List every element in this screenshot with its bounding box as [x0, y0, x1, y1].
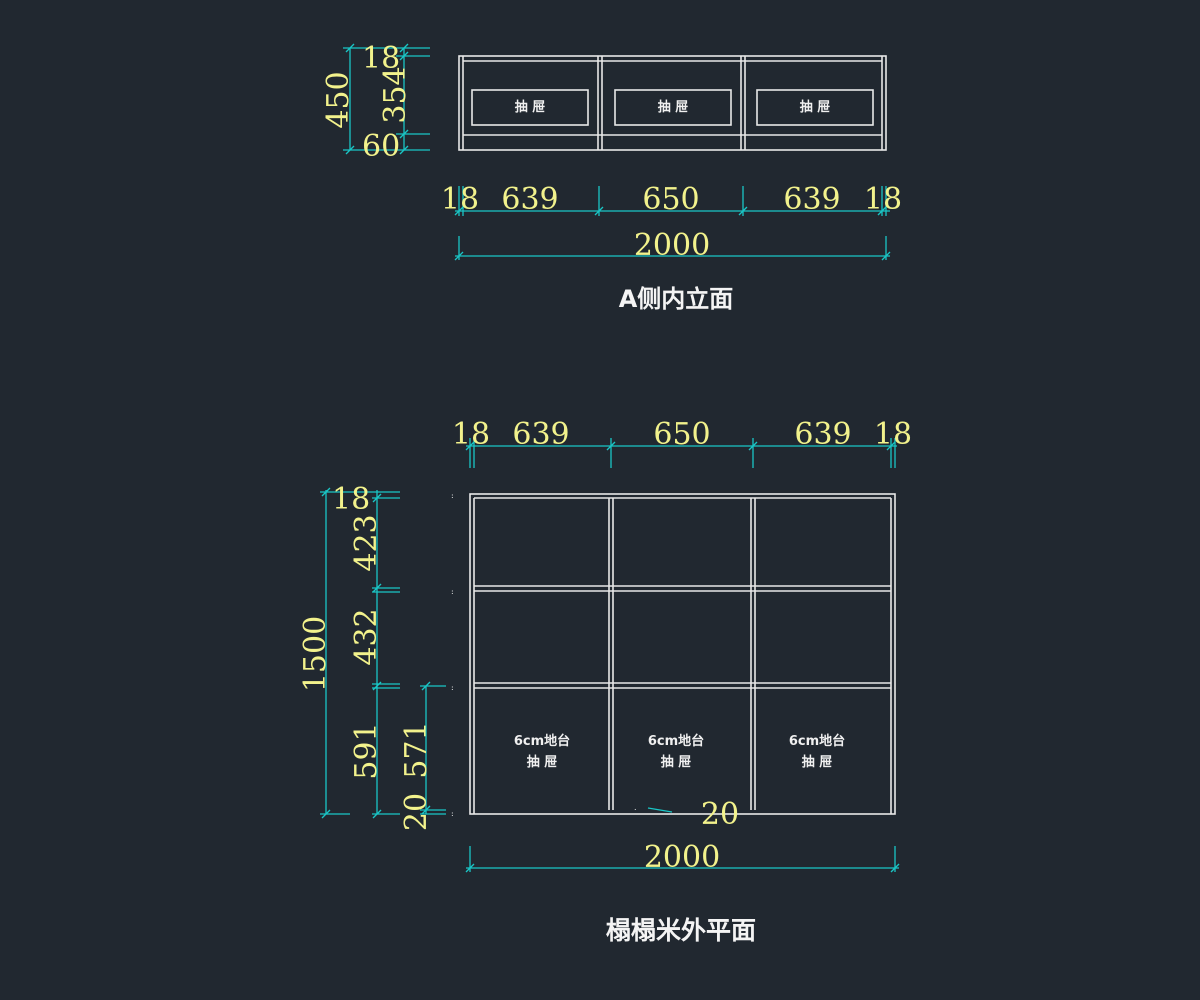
dim-bay-left: 639	[512, 417, 569, 452]
dim-row1: 423	[349, 514, 384, 571]
dim-top: 18	[332, 482, 370, 517]
svg-text::: :	[451, 587, 454, 596]
dim-top: 18	[362, 41, 400, 76]
drawer-label: 6cm地台	[514, 733, 570, 749]
dim-row2: 432	[349, 608, 384, 665]
drawer-label: 抽 屉	[661, 754, 692, 770]
svg-text::: :	[451, 809, 454, 818]
dim-row3: 591	[349, 722, 384, 779]
dim-total-height: 1500	[298, 616, 333, 692]
drawer-front	[756, 89, 874, 126]
drawer-front	[471, 89, 589, 126]
dim-total-width: 2000	[634, 228, 710, 263]
plan-outline	[469, 493, 896, 815]
drawer-label: 6cm地台	[789, 733, 845, 749]
drawer-label: 6cm地台	[648, 733, 704, 749]
drawer-front	[614, 89, 732, 126]
elevation-title: A侧内立面	[619, 285, 734, 313]
dim-gap: 20	[701, 797, 739, 832]
svg-text::: :	[451, 683, 454, 692]
dim-bottom: 20	[399, 793, 434, 831]
elevation-outline	[458, 55, 887, 151]
dim-middle: 354	[378, 66, 413, 123]
dim-total-height: 450	[321, 71, 356, 128]
dim-bay-mid: 650	[642, 182, 699, 217]
plan-drawing: 18 639 650 639 18 : : : : 6cm地台 抽 屉 6cm地…	[298, 417, 912, 945]
dim-bay-right: 639	[794, 417, 851, 452]
svg-text::: :	[451, 491, 454, 500]
dim-bay-right: 639	[783, 182, 840, 217]
dim-inner: 571	[399, 721, 434, 778]
dim-total-width: 2000	[644, 840, 720, 875]
dim-left-panel: 18	[452, 417, 490, 452]
dim-bay-mid: 650	[653, 417, 710, 452]
dim-bay-left: 639	[501, 182, 558, 217]
drawer-label: 抽 屉	[802, 754, 833, 770]
drawer-label: 抽 屉	[658, 99, 689, 115]
drawer-label: 抽 屉	[515, 99, 546, 115]
drawer-label: 抽 屉	[527, 754, 558, 770]
dim-right-panel: 18	[874, 417, 912, 452]
elevation-drawing: 抽 屉 抽 屉 抽 屉 18 60 450 354 18 639 65	[321, 41, 902, 313]
svg-text:.: .	[634, 803, 637, 812]
plan-title: 榻榻米外平面	[606, 916, 756, 945]
drawer-label: 抽 屉	[800, 99, 831, 115]
dim-bottom: 60	[362, 129, 400, 164]
dim-right-panel: 18	[864, 182, 902, 217]
dim-left-panel: 18	[441, 182, 479, 217]
